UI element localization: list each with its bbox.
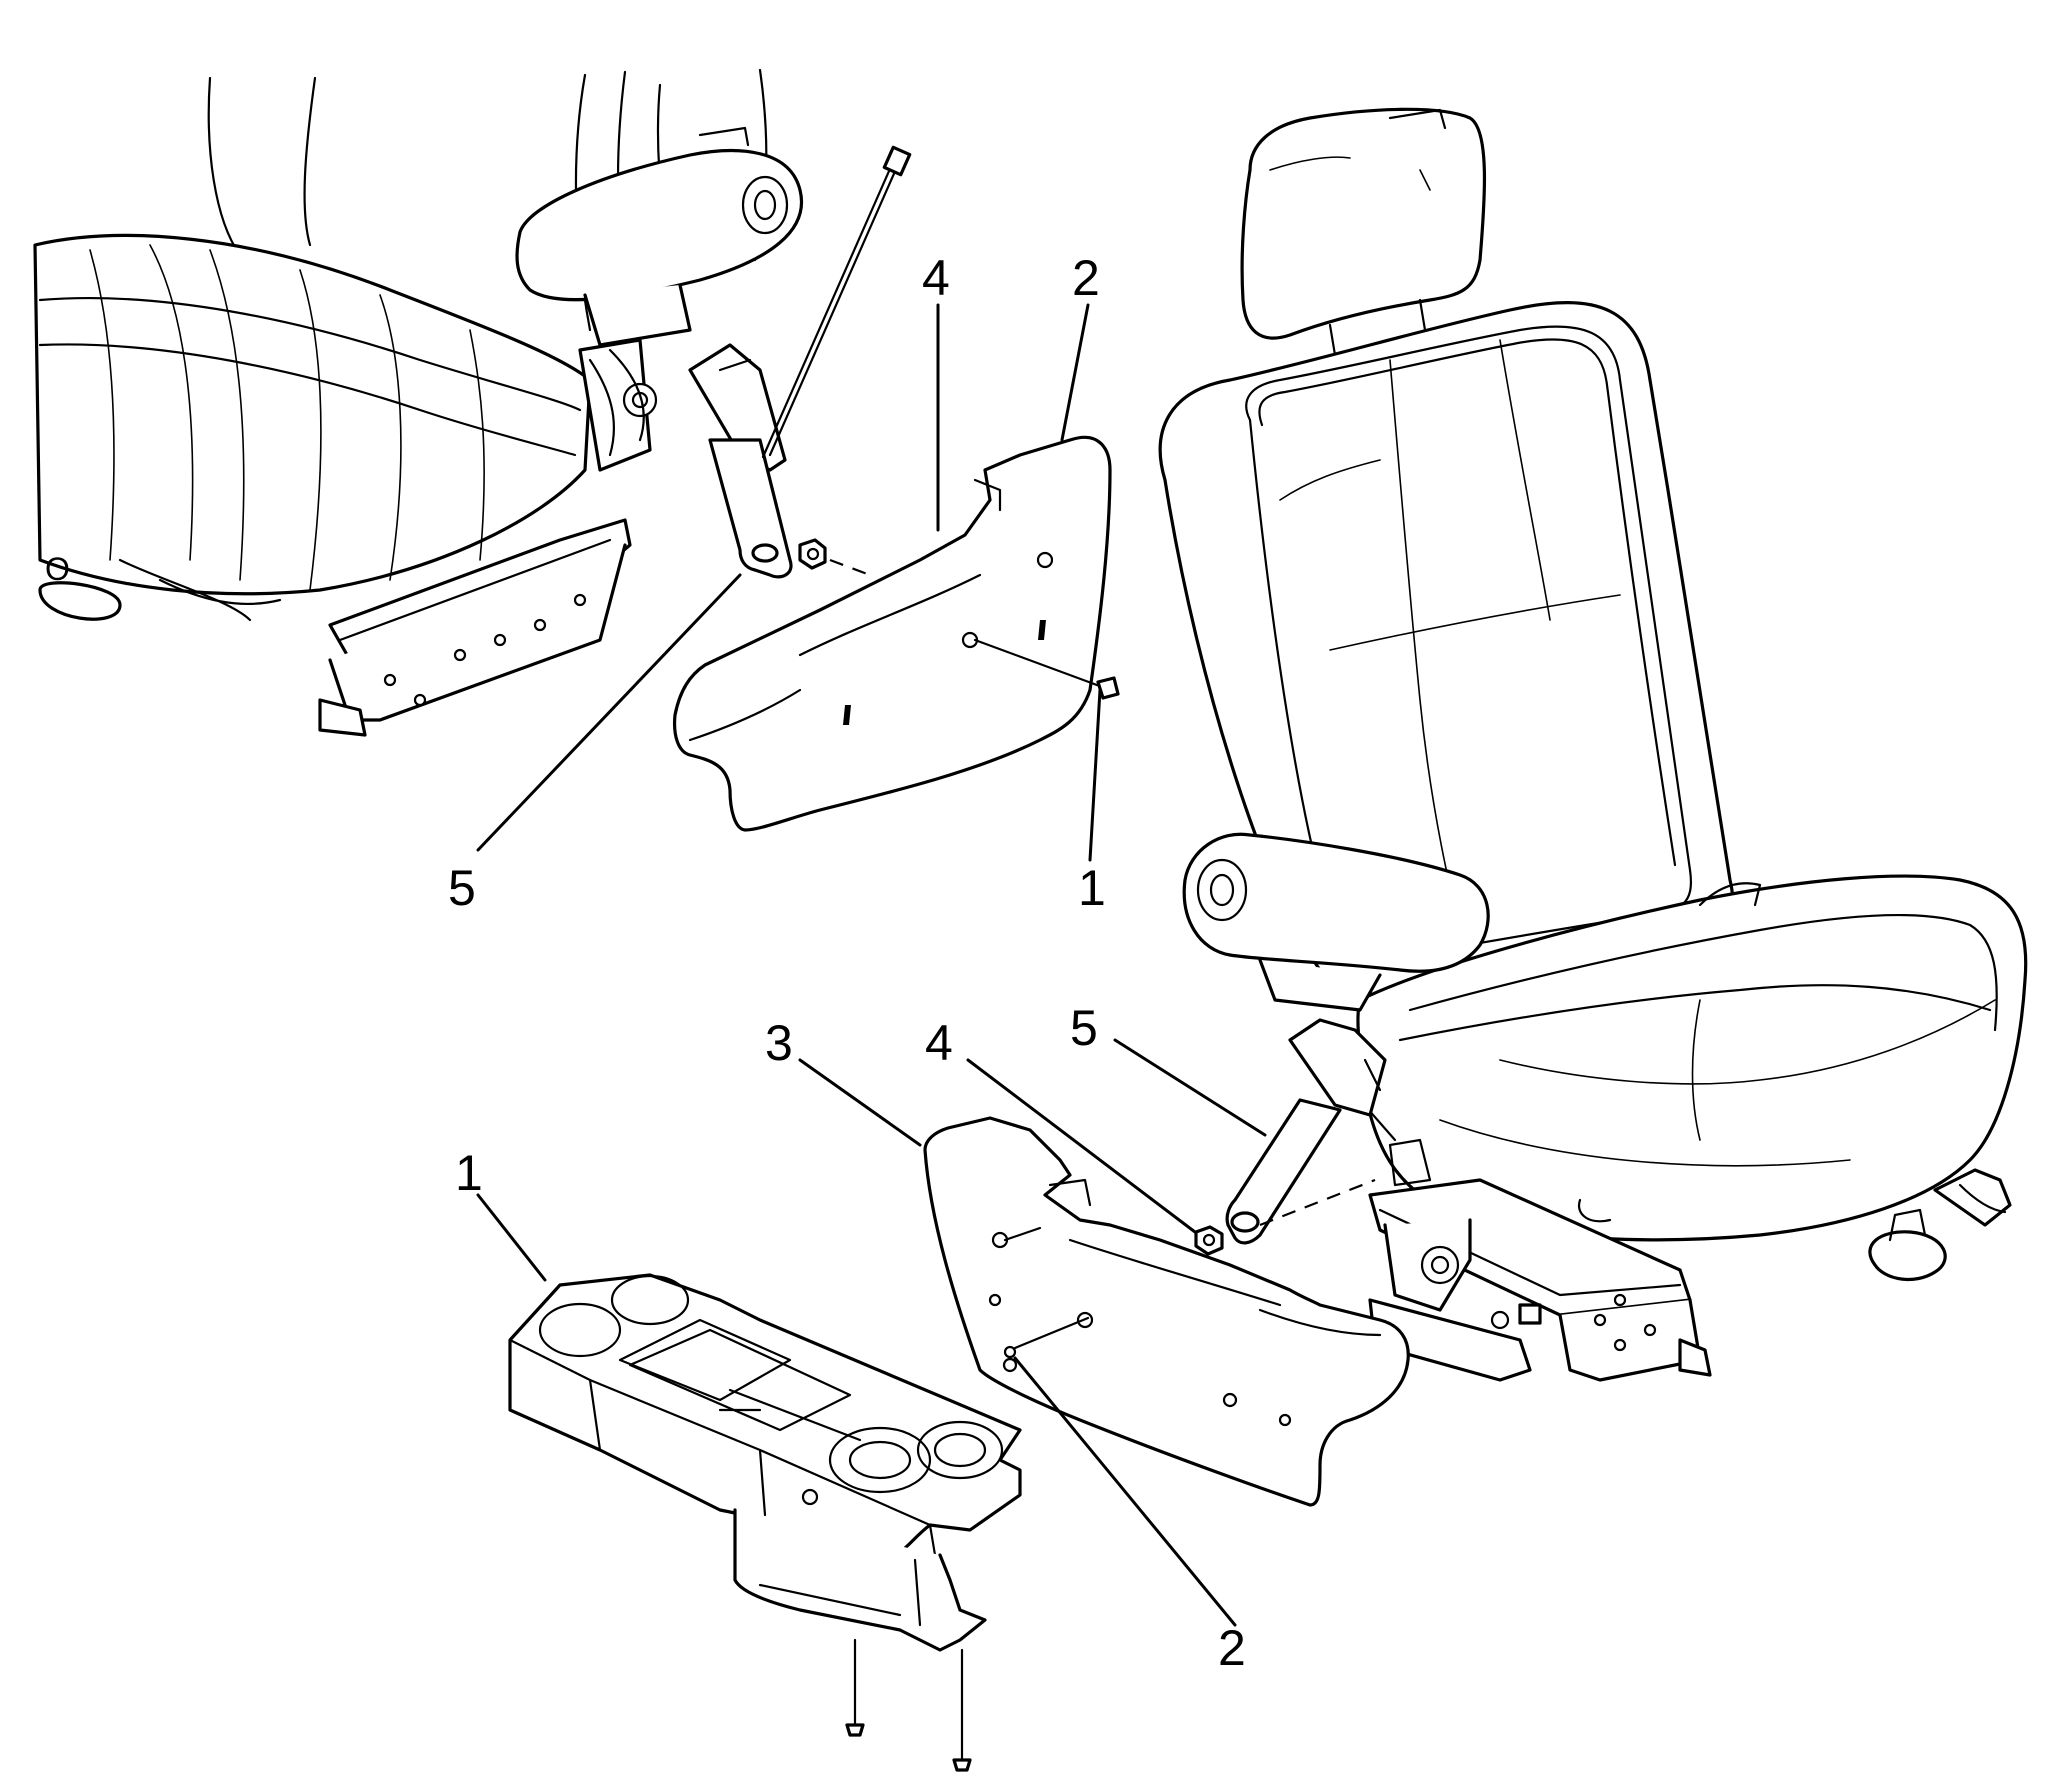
callout-lower-3: 3: [765, 1015, 793, 1071]
upper-left-armrest: [515, 126, 804, 442]
callout-leaders: [476, 303, 1267, 1627]
callout-lower-5: 5: [1070, 1000, 1098, 1056]
lower-nut: [1194, 1225, 1224, 1256]
callout-upper-1: 1: [1078, 860, 1106, 916]
upper-seat-belt-buckle: [688, 343, 793, 579]
seat-harness-cable: [761, 145, 912, 459]
callout-lower-4: 4: [925, 1015, 953, 1071]
tray-screws: [845, 1638, 972, 1772]
console-cup-holder-tray: [508, 1273, 1022, 1652]
callout-lower-2: 2: [1218, 1620, 1246, 1676]
upper-nut: [798, 538, 871, 577]
callout-upper-4: 4: [922, 250, 950, 306]
callout-lower-1: 1: [455, 1145, 483, 1201]
upper-left-seat: O: [33, 68, 768, 737]
upper-seat-side-trim-panel: [672, 435, 1112, 832]
lower-seat-belt-buckle: [1225, 1018, 1387, 1245]
right-armrest: [1182, 832, 1490, 1012]
callout-upper-2: 2: [1072, 250, 1100, 306]
lower-trim-screws: [1003, 1226, 1090, 1359]
lower-seat-side-trim-panel: [923, 1116, 1410, 1507]
callout-labels: 2 4 5 1 1 3 4 5 2: [448, 250, 1246, 1676]
seat-stamp-text: O: [45, 551, 70, 587]
callout-upper-5: 5: [448, 860, 476, 916]
